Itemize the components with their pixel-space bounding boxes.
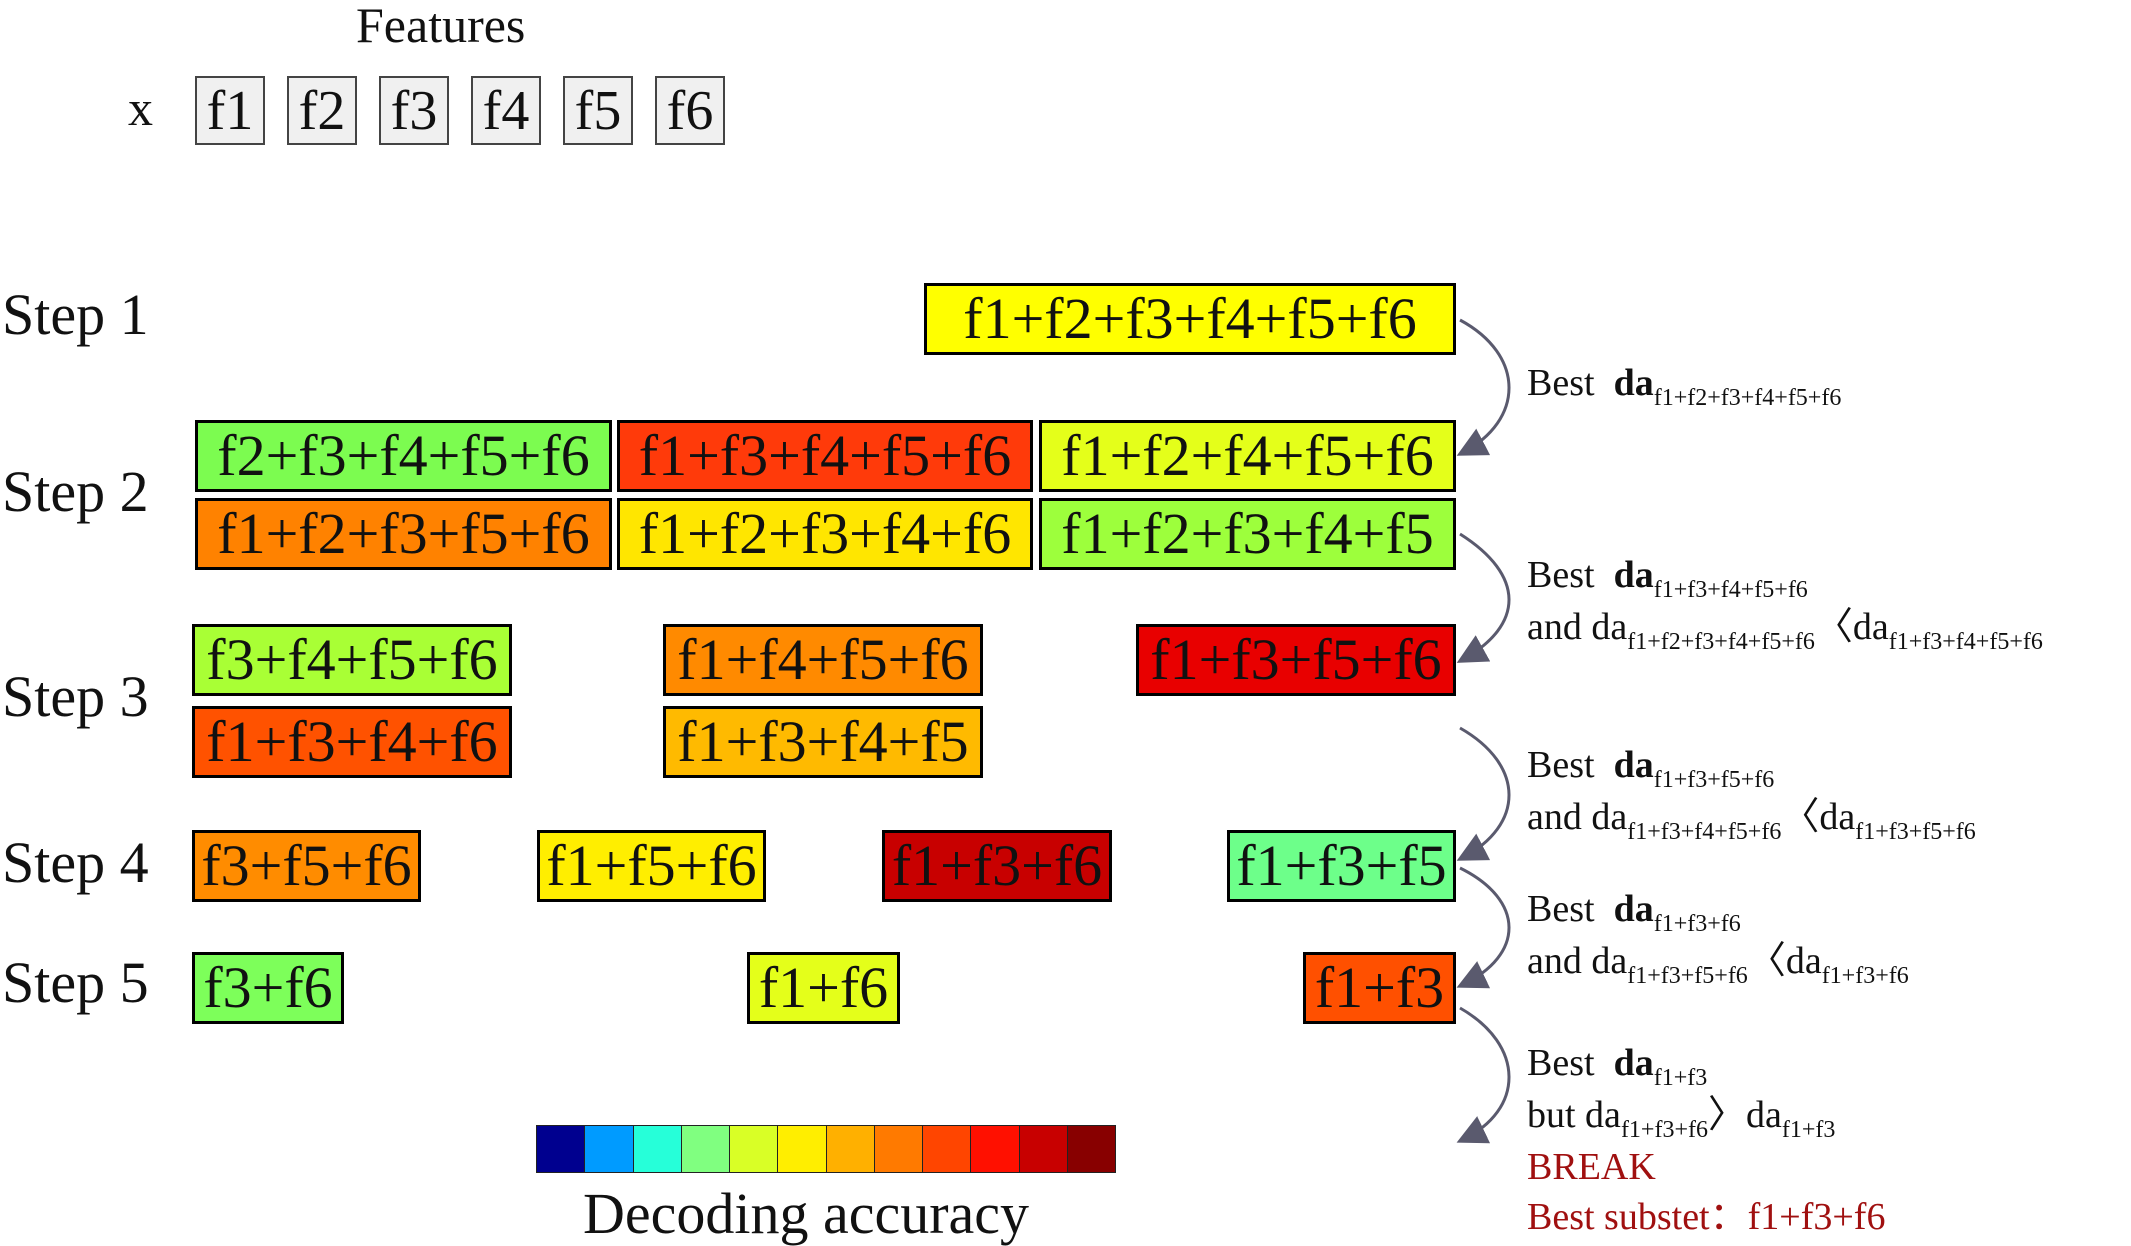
feature-box-f3: f3 — [379, 76, 449, 145]
break-label: BREAK — [1527, 1146, 1656, 1188]
best-subset-label: Best substet：f1+f3+f6 — [1527, 1196, 1886, 1238]
subset-box: f1+f3+f5+f6 — [1136, 624, 1456, 696]
subset-box: f3+f6 — [192, 952, 344, 1024]
subset-box: f1+f2+f3+f4+f5+f6 — [924, 283, 1456, 355]
arrow-step3-to-step4 — [1456, 726, 1511, 861]
arrow-step1-to-step2 — [1456, 318, 1511, 456]
feature-box-f5: f5 — [563, 76, 633, 145]
colorbar-swatch — [633, 1126, 682, 1172]
subset-box: f1+f3+f4+f6 — [192, 706, 512, 778]
colorbar-swatch — [971, 1126, 1020, 1172]
subset-box: f1+f2+f4+f5+f6 — [1039, 420, 1456, 492]
annotation-step2-condition: and daf1+f2+f3+f4+f5+f6〈daf1+f3+f4+f5+f6 — [1527, 606, 2043, 655]
annotation-step2-best: Best daf1+f3+f4+f5+f6 — [1527, 554, 1808, 603]
step-label-5: Step 5 — [2, 950, 149, 1015]
annotation-step1: Best daf1+f2+f3+f4+f5+f6 — [1527, 362, 1842, 411]
subset-box: f2+f3+f4+f5+f6 — [195, 420, 612, 492]
feature-box-f4: f4 — [471, 76, 541, 145]
annotation-step3-condition: and daf1+f3+f4+f5+f6〈daf1+f3+f5+f6 — [1527, 796, 1976, 845]
colorbar-swatch — [585, 1126, 634, 1172]
annotation-step4-best: Best daf1+f3+f6 — [1527, 888, 1741, 937]
subset-box: f1+f4+f5+f6 — [663, 624, 983, 696]
subset-box: f1+f2+f3+f4+f6 — [617, 498, 1033, 570]
colorbar — [536, 1125, 1116, 1173]
subset-box: f1+f2+f3+f5+f6 — [195, 498, 612, 570]
subset-box: f1+f6 — [747, 952, 900, 1024]
subset-box: f1+f3+f4+f5 — [663, 706, 983, 778]
features-title: Features — [356, 0, 526, 53]
colorbar-swatch — [923, 1126, 972, 1172]
colorbar-swatch — [1067, 1126, 1115, 1172]
x-label: x — [128, 80, 153, 136]
subset-box: f1+f5+f6 — [537, 830, 766, 902]
arrow-step4-to-step5 — [1456, 866, 1511, 989]
subset-box: f3+f4+f5+f6 — [192, 624, 512, 696]
subset-box: f1+f3 — [1303, 952, 1456, 1024]
arrow-step2-to-step3 — [1456, 532, 1511, 663]
subset-box: f1+f3+f4+f5+f6 — [617, 420, 1033, 492]
step-label-4: Step 4 — [2, 830, 149, 895]
step-label-1: Step 1 — [2, 282, 149, 347]
annotation-step5-best: Best daf1+f3 — [1527, 1042, 1708, 1091]
arrow-step5-to-break — [1456, 1006, 1511, 1144]
feature-box-f2: f2 — [287, 76, 357, 145]
subset-box: f3+f5+f6 — [192, 830, 421, 902]
colorbar-swatch — [874, 1126, 923, 1172]
subset-box: f1+f3+f6 — [882, 830, 1112, 902]
colorbar-swatch — [778, 1126, 827, 1172]
feature-box-f6: f6 — [655, 76, 725, 145]
feature-box-f1: f1 — [195, 76, 265, 145]
annotation-step4-condition: and daf1+f3+f5+f6〈daf1+f3+f6 — [1527, 940, 1909, 989]
colorbar-swatch — [730, 1126, 779, 1172]
colorbar-label: Decoding accuracy — [583, 1181, 1030, 1246]
step-label-2: Step 2 — [2, 459, 149, 524]
colorbar-swatch — [681, 1126, 730, 1172]
subset-box: f1+f3+f5 — [1227, 830, 1456, 902]
subset-box: f1+f2+f3+f4+f5 — [1039, 498, 1456, 570]
step-label-3: Step 3 — [2, 664, 149, 729]
colorbar-swatch — [1019, 1126, 1068, 1172]
annotation-step5-condition: but daf1+f3+f6〉daf1+f3 — [1527, 1094, 1836, 1143]
annotation-step3-best: Best daf1+f3+f5+f6 — [1527, 744, 1775, 793]
colorbar-swatch — [537, 1126, 586, 1172]
colorbar-swatch — [826, 1126, 875, 1172]
